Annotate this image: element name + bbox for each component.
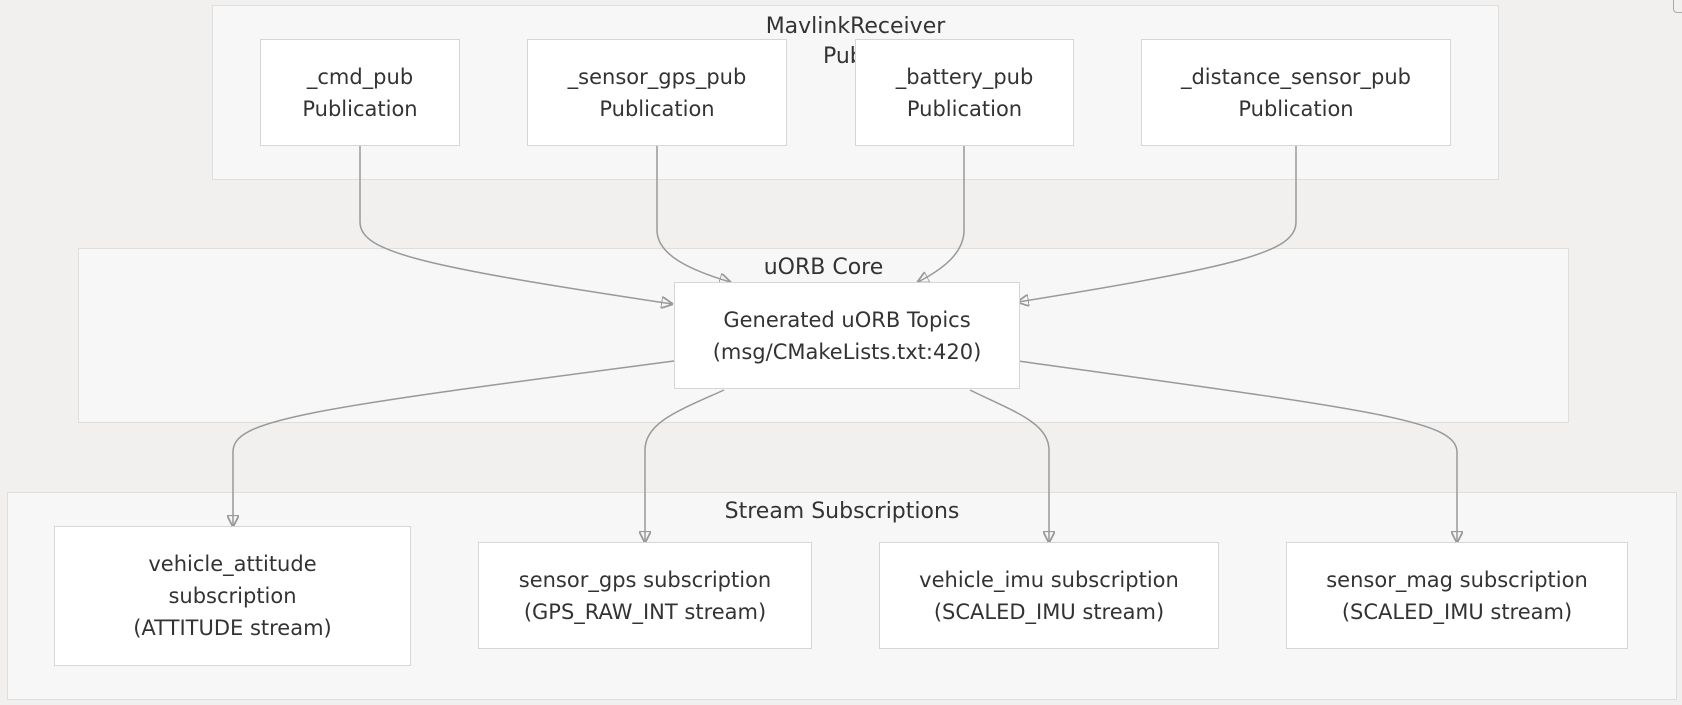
- cluster-title-stream-subscriptions: Stream Subscriptions: [724, 499, 960, 524]
- node-cmd-pub[interactable]: _cmd_pub Publication: [260, 39, 460, 146]
- node-battery-pub-name: _battery_pub: [895, 64, 1034, 89]
- node-distance-sensor-pub[interactable]: _distance_sensor_pub Publication: [1141, 39, 1451, 146]
- node-sensor-gps-sub-topic: sensor_gps subscription: [518, 567, 772, 592]
- node-generated-uorb-topics-source: (msg/CMakeLists.txt:420): [712, 339, 982, 364]
- node-generated-uorb-topics-title: Generated uORB Topics: [723, 307, 971, 332]
- node-sensor-gps-pub[interactable]: _sensor_gps_pub Publication: [527, 39, 787, 146]
- node-vehicle-attitude-stream: (ATTITUDE stream): [133, 616, 332, 640]
- node-vehicle-imu-topic: vehicle_imu subscription: [919, 567, 1179, 592]
- node-cmd-pub-name: _cmd_pub: [306, 64, 414, 89]
- node-sensor-gps-sub-stream: (GPS_RAW_INT stream): [523, 599, 767, 624]
- node-sensor-mag-subscription[interactable]: sensor_mag subscription (SCALED_IMU stre…: [1286, 542, 1628, 649]
- node-vehicle-imu-subscription[interactable]: vehicle_imu subscription (SCALED_IMU str…: [879, 542, 1219, 649]
- node-vehicle-imu-stream: (SCALED_IMU stream): [933, 599, 1165, 624]
- corner-bracket-icon: [1673, 0, 1682, 13]
- node-sensor-gps-pub-name: _sensor_gps_pub: [567, 64, 747, 89]
- node-sensor-gps-subscription[interactable]: sensor_gps subscription (GPS_RAW_INT str…: [478, 542, 812, 649]
- node-sensor-mag-topic: sensor_mag subscription: [1326, 567, 1588, 592]
- node-battery-pub[interactable]: _battery_pub Publication: [855, 39, 1074, 146]
- node-cmd-pub-type: Publication: [302, 96, 418, 121]
- node-distance-sensor-pub-name: _distance_sensor_pub: [1180, 64, 1412, 89]
- cluster-title-uorb-core: uORB Core: [763, 255, 884, 280]
- node-vehicle-attitude-kind: subscription: [168, 584, 297, 608]
- node-vehicle-attitude-topic: vehicle_attitude: [148, 552, 317, 576]
- node-vehicle-attitude-subscription[interactable]: vehicle_attitude subscription (ATTITUDE …: [54, 526, 411, 666]
- node-distance-sensor-pub-type: Publication: [1238, 96, 1354, 121]
- node-generated-uorb-topics[interactable]: Generated uORB Topics (msg/CMakeLists.tx…: [674, 282, 1020, 389]
- node-sensor-mag-stream: (SCALED_IMU stream): [1341, 599, 1573, 624]
- node-sensor-gps-pub-type: Publication: [599, 96, 715, 121]
- node-battery-pub-type: Publication: [906, 96, 1023, 121]
